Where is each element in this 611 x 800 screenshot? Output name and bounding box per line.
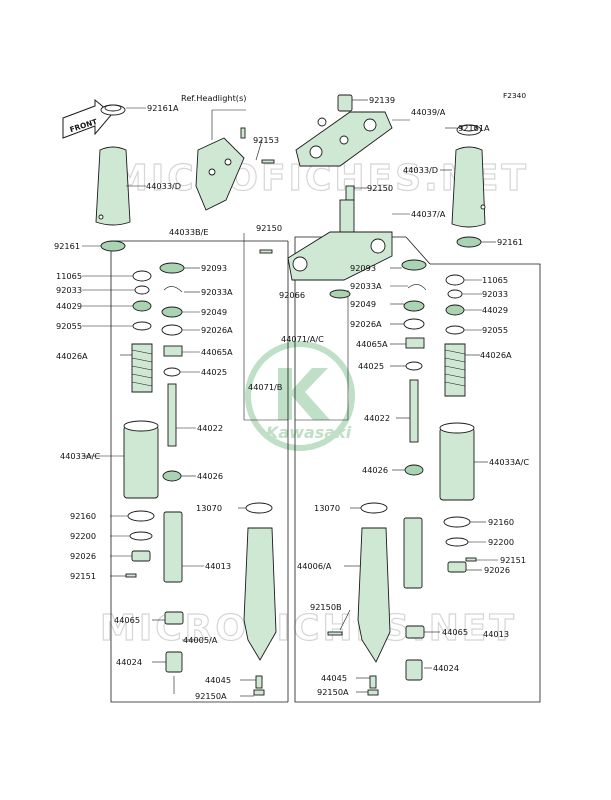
part-number-label: 92153 <box>253 135 279 145</box>
part-number-label: 92161 <box>54 241 80 251</box>
part-number-labels: 92161A 44033/D 92161 92139 44039/A 92153 92150… <box>54 95 529 701</box>
part-number-label: 92055 <box>56 321 82 331</box>
part-number-label: 44033/D <box>403 165 438 175</box>
part-number-label: 44071/A/C <box>281 334 324 344</box>
part-number-label: 11065 <box>482 275 508 285</box>
leader-lines <box>82 99 498 697</box>
right-fork-internals <box>439 274 477 573</box>
headlight-bracket-assembly <box>195 109 275 211</box>
upper-bracket-assembly <box>295 94 393 167</box>
part-number-label: 92160 <box>488 517 514 527</box>
part-number-label: 92161A <box>458 123 490 133</box>
part-number-label: 92150 <box>256 223 282 233</box>
part-number-label: 92093 <box>201 263 227 273</box>
part-number-label: 92093 <box>350 263 376 273</box>
ref-headlight-label: Ref.Headlight(s) <box>181 93 246 103</box>
part-number-label: 92161 <box>497 237 523 247</box>
right-fork-center-column <box>401 259 427 681</box>
part-number-label: 44025 <box>358 361 384 371</box>
part-number-label: 92033A <box>201 287 233 297</box>
part-number-label: 92150A <box>195 691 227 701</box>
part-number-label: 44025 <box>201 367 227 377</box>
part-number-label: 44005/A <box>183 635 218 645</box>
part-number-label: 92049 <box>350 299 376 309</box>
part-number-label: 92049 <box>201 307 227 317</box>
part-number-label: 44026 <box>197 471 223 481</box>
part-number-label: 92150A <box>317 687 349 697</box>
part-number-label: 44013 <box>205 561 231 571</box>
part-number-label: 44033A/C <box>60 451 100 461</box>
part-number-label: 13070 <box>314 503 340 513</box>
part-number-label: 44013 <box>483 629 509 639</box>
part-number-label: 92026 <box>70 551 96 561</box>
part-number-label: 92151 <box>70 571 96 581</box>
logo-text: Kawasaki <box>266 423 352 442</box>
part-number-label: 44037/A <box>411 209 446 219</box>
part-number-label: 44065 <box>114 615 140 625</box>
left-fork-center-column <box>159 262 185 694</box>
part-number-label: 44026A <box>56 351 88 361</box>
part-number-label: 92160 <box>70 511 96 521</box>
part-number-label: 44024 <box>433 663 459 673</box>
part-number-label: 44039/A <box>411 107 446 117</box>
part-number-label: 92150 <box>367 183 393 193</box>
part-number-label: 92033A <box>350 281 382 291</box>
left-fork-internals <box>123 270 159 578</box>
left-fork-frame <box>110 240 158 703</box>
part-number-label: 92200 <box>488 537 514 547</box>
part-number-label: 13070 <box>196 503 222 513</box>
part-number-label: 92026A <box>350 319 382 329</box>
part-number-label: 44033/D <box>146 181 181 191</box>
part-number-label: 44026 <box>362 465 388 475</box>
part-number-label: 92033 <box>56 285 82 295</box>
part-number-label: 44022 <box>197 423 223 433</box>
front-arrow: FRONT <box>62 98 113 139</box>
part-number-label: 44026A <box>480 350 512 360</box>
diagram-code: F2340 <box>503 91 526 100</box>
part-number-label: 44065A <box>356 339 388 349</box>
right-fork-frame <box>294 236 541 703</box>
part-number-label: 44045 <box>205 675 231 685</box>
right-lower-tube <box>327 502 391 696</box>
kawasaki-logo: Kawasaki <box>245 341 355 451</box>
part-number-label: 44065 <box>442 627 468 637</box>
left-lower-tube <box>243 502 277 696</box>
part-number-label: 92066 <box>279 290 305 300</box>
part-number-label: 92033 <box>482 289 508 299</box>
part-number-label: 92055 <box>482 325 508 335</box>
part-number-label: 92026A <box>201 325 233 335</box>
fork-cover-right-assembly <box>451 124 486 248</box>
part-number-label: 44024 <box>116 657 142 667</box>
part-number-label: 92139 <box>369 95 395 105</box>
part-number-label: 44006/A <box>297 561 332 571</box>
part-number-label: 44033B/E <box>169 227 209 237</box>
part-number-label: 44029 <box>56 301 82 311</box>
part-number-label: 44022 <box>364 413 390 423</box>
part-number-label: 92026 <box>484 565 510 575</box>
part-number-label: 92150B <box>310 602 342 612</box>
fork-cover-left-assembly <box>95 104 131 252</box>
part-number-label: 44029 <box>482 305 508 315</box>
part-number-label: 92151 <box>500 555 526 565</box>
part-number-label: 92200 <box>70 531 96 541</box>
part-number-label: 44033A/C <box>489 457 529 467</box>
part-number-label: 11065 <box>56 271 82 281</box>
steering-stem-assembly <box>259 185 393 299</box>
part-number-label: 44071/B <box>248 382 283 392</box>
part-number-label: 92161A <box>147 103 179 113</box>
part-number-label: 44045 <box>321 673 347 683</box>
part-number-label: 44065A <box>201 347 233 357</box>
